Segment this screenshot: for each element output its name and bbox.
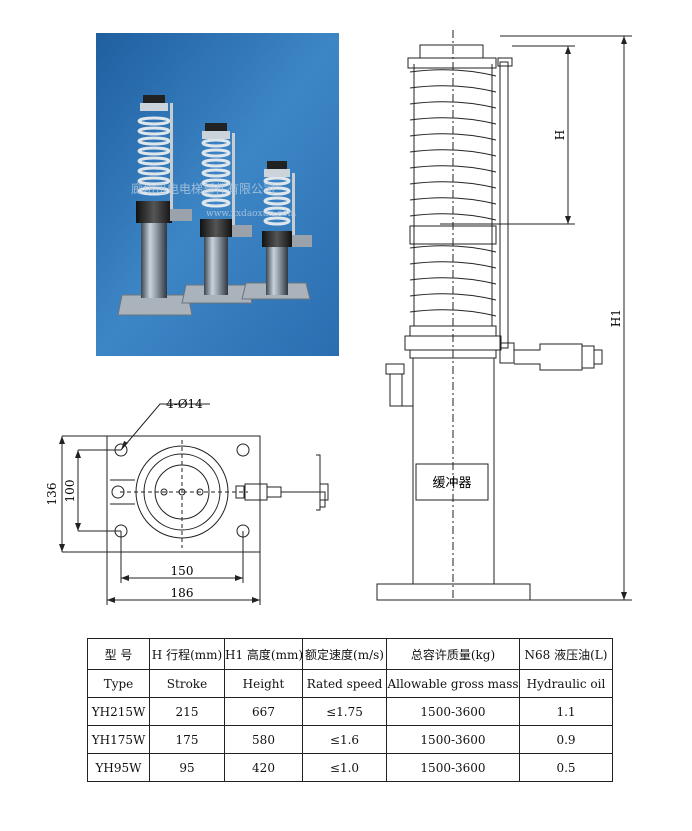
table-row: YH95W 95 420 ≤1.0 1500-3600 0.5	[87, 753, 613, 782]
table-cell: 1500-3600	[386, 753, 520, 782]
plan-view	[61, 403, 329, 605]
table-cell: ≤1.6	[302, 725, 387, 754]
table-cell: YH215W	[87, 697, 150, 726]
dim-outer-height: 136	[45, 483, 59, 506]
spec-table: 型 号 H 行程(mm) H1 高度(mm) 额定速度(m/s) 总容许质量(k…	[87, 638, 613, 782]
photo-watermark-url: www.xxdaoxun.com	[206, 209, 297, 219]
table-cell: 95	[149, 753, 225, 782]
technical-drawings: 4-Ø14 136 100 150 186 H H1 缓冲器	[45, 30, 632, 605]
table-cell: 215	[149, 697, 225, 726]
dim-inner-width: 150	[171, 564, 194, 578]
table-cell: 0.9	[519, 725, 613, 754]
buffer-body-label: 缓冲器	[432, 476, 471, 491]
table-cell: 1500-3600	[386, 725, 520, 754]
header-cell: Hydraulic oil	[519, 669, 613, 698]
table-header-en: Type Stroke Height Rated speed Allowable…	[87, 669, 613, 698]
table-row: YH215W 215 667 ≤1.75 1500-3600 1.1	[87, 697, 613, 726]
header-cell: Type	[87, 669, 150, 698]
dim-outer-width: 186	[171, 586, 194, 600]
header-cell: H1 高度(mm)	[224, 638, 303, 670]
table-cell: ≤1.0	[302, 753, 387, 782]
photo-watermark: 廊坊迅电电梯部件有限公司	[131, 181, 275, 196]
table-cell: YH175W	[87, 725, 150, 754]
product-photo: 廊坊迅电电梯部件有限公司 www.xxdaoxun.com	[96, 33, 339, 356]
table-cell: YH95W	[87, 753, 150, 782]
dim-height-label: H1	[609, 309, 623, 327]
header-cell: 总容许质量(kg)	[386, 638, 520, 670]
header-cell: Rated speed	[302, 669, 387, 698]
header-cell: 型 号	[87, 638, 150, 670]
table-cell: 1.1	[519, 697, 613, 726]
elevation-view	[376, 30, 632, 601]
header-cell: Stroke	[149, 669, 225, 698]
table-cell: 0.5	[519, 753, 613, 782]
table-cell: 580	[224, 725, 303, 754]
table-cell: 175	[149, 725, 225, 754]
table-row: YH175W 175 580 ≤1.6 1500-3600 0.9	[87, 725, 613, 754]
dim-inner-height: 100	[63, 480, 77, 503]
header-cell: Height	[224, 669, 303, 698]
dim-stroke-label: H	[553, 130, 567, 140]
header-cell: 额定速度(m/s)	[302, 638, 387, 670]
table-cell: ≤1.75	[302, 697, 387, 726]
header-cell: N68 液压油(L)	[519, 638, 613, 670]
header-cell: H 行程(mm)	[149, 638, 225, 670]
header-cell: Allowable gross mass	[386, 669, 520, 698]
hole-callout: 4-Ø14	[166, 397, 203, 411]
table-cell: 667	[224, 697, 303, 726]
table-cell: 420	[224, 753, 303, 782]
table-cell: 1500-3600	[386, 697, 520, 726]
table-header-cn: 型 号 H 行程(mm) H1 高度(mm) 额定速度(m/s) 总容许质量(k…	[87, 638, 613, 670]
